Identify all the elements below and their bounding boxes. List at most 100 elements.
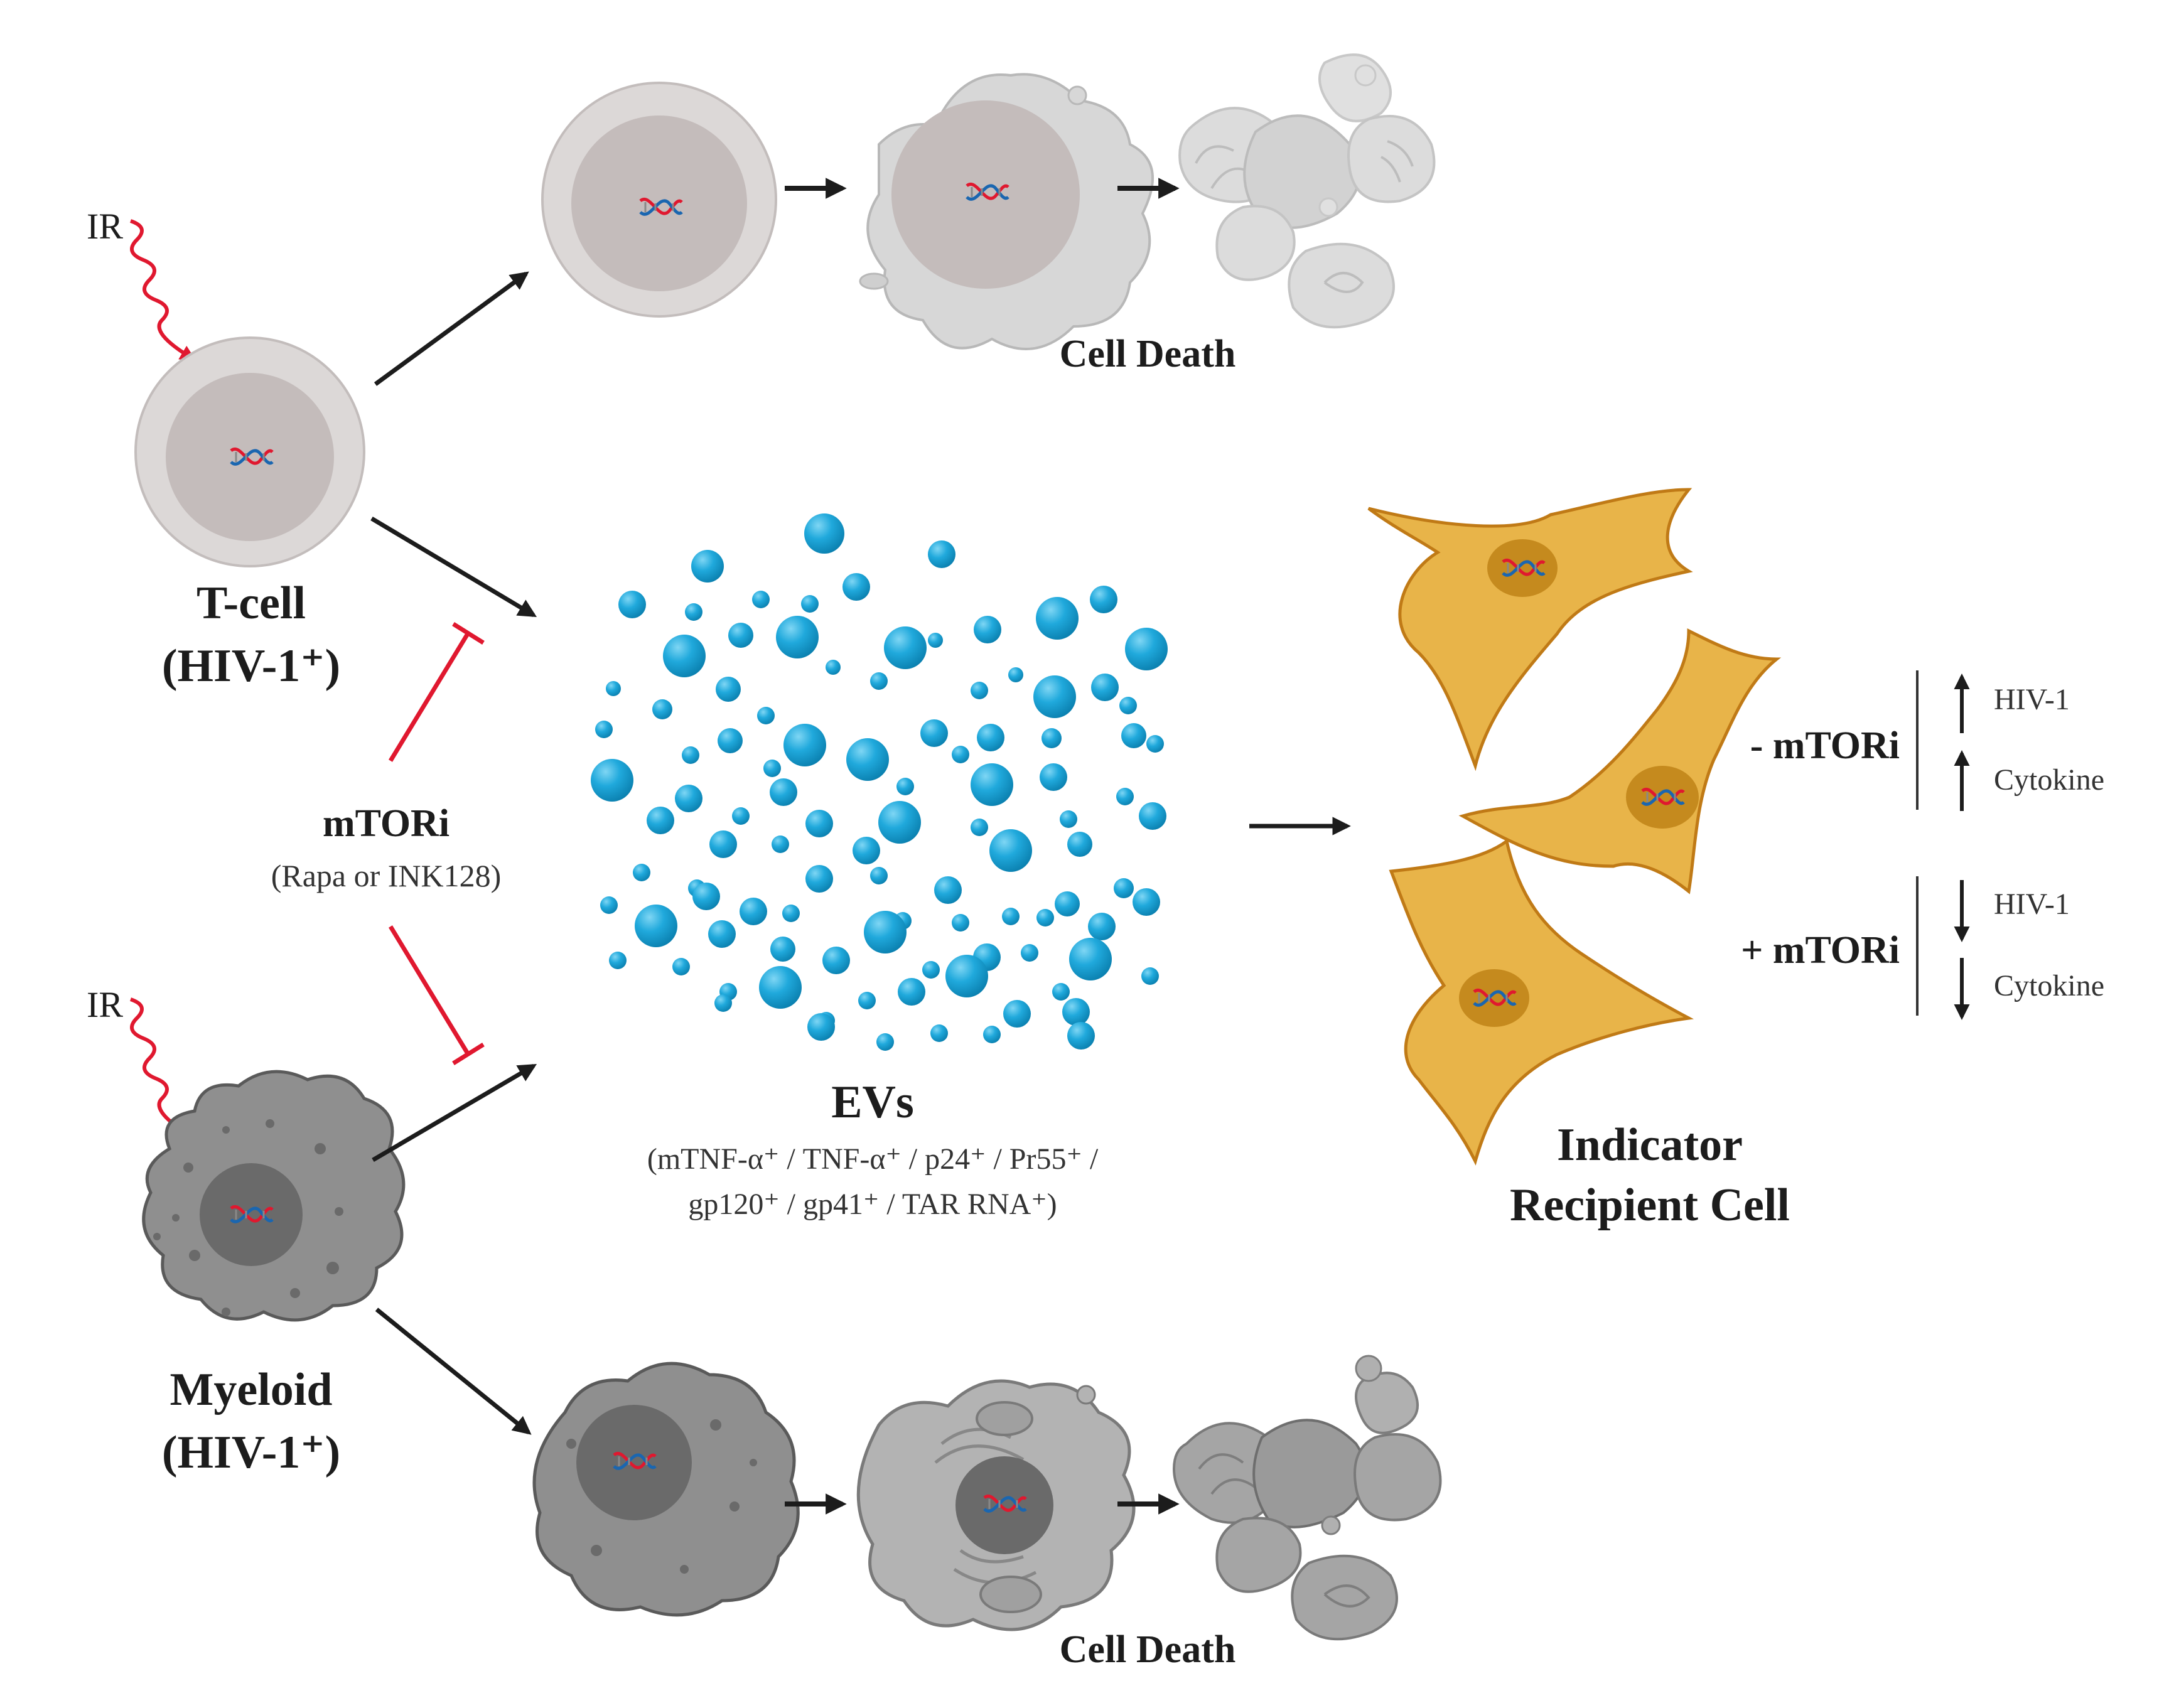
- ev-particle: [606, 681, 621, 696]
- tcell-death-stage1: [541, 82, 777, 318]
- ev-particle: [952, 914, 969, 932]
- ev-particle: [842, 573, 870, 601]
- ev-particle: [647, 807, 674, 834]
- ev-particle: [870, 672, 888, 690]
- ev-particle: [983, 1026, 1001, 1043]
- ev-particle: [826, 660, 841, 675]
- ev-cluster: [591, 513, 1168, 1051]
- ev-particle: [609, 952, 627, 969]
- ev-particle: [822, 947, 850, 974]
- indicator-label-line2: Recipient Cell: [1510, 1179, 1790, 1231]
- evs-label: EVs: [831, 1077, 914, 1128]
- ev-particle: [770, 937, 795, 962]
- cell-death-label-top: Cell Death: [1060, 333, 1236, 375]
- ev-particle: [770, 778, 797, 806]
- arrow-myeloid-to-death: [375, 1308, 532, 1435]
- ev-particle: [682, 746, 699, 764]
- ev-particle: [876, 1033, 894, 1051]
- ev-particle: [691, 550, 724, 583]
- evs-cargo-line2: gp120⁺ / gp41⁺ / TAR RNA⁺): [688, 1188, 1057, 1221]
- ev-particle: [928, 633, 943, 648]
- ir-label-bottom: IR: [87, 984, 123, 1025]
- ev-particle: [1091, 674, 1119, 701]
- ev-particle: [920, 719, 948, 747]
- ev-particle: [1062, 998, 1090, 1026]
- indicator-label-line1: Indicator: [1557, 1119, 1743, 1171]
- ev-particle: [864, 911, 907, 953]
- outcome-label-hiv: HIV-1: [1994, 683, 2070, 716]
- ev-particle: [1052, 983, 1070, 1001]
- ev-particle: [934, 876, 962, 904]
- ev-particle: [1139, 802, 1166, 830]
- myeloid-status: (HIV-1⁺): [162, 1427, 340, 1478]
- outcome-plus-mtori: + mTORi HIV-1 Cytokine: [1741, 876, 2104, 1021]
- ev-particle: [776, 616, 819, 658]
- ev-particle: [618, 591, 646, 618]
- ev-particle: [709, 830, 737, 858]
- radiation-wave-icon: [129, 219, 196, 361]
- ev-particle: [801, 595, 819, 613]
- outcome-label-cytokine: Cytokine: [1994, 969, 2104, 1002]
- myeloid-death-stage2: [856, 1379, 1136, 1631]
- mtori-label: mTORi: [323, 802, 449, 845]
- ev-particle: [853, 837, 880, 864]
- ev-particle: [805, 810, 833, 837]
- ev-particle: [757, 707, 775, 724]
- arrow-tcell-to-death: [374, 271, 529, 386]
- ev-particle: [878, 801, 921, 844]
- myeloid-death-stage1: [532, 1362, 800, 1617]
- ev-particle: [1116, 788, 1134, 805]
- ev-particle: [1055, 891, 1080, 916]
- ev-particle: [977, 724, 1004, 751]
- myeloid-name: Myeloid: [170, 1364, 333, 1415]
- ev-particle: [858, 992, 876, 1009]
- ev-particle: [807, 1013, 835, 1041]
- ev-particle: [635, 905, 677, 947]
- outcome-label-hiv: HIV-1: [1994, 888, 2070, 921]
- ev-particle: [714, 994, 732, 1012]
- ev-particle: [804, 513, 844, 554]
- ev-particle: [759, 966, 802, 1009]
- ev-particle: [1040, 763, 1067, 791]
- ev-particle: [1041, 728, 1062, 748]
- ev-particle: [930, 1024, 948, 1042]
- tcell: [134, 336, 365, 567]
- ev-particle: [1008, 667, 1023, 682]
- radiation-wave-icon: [129, 997, 196, 1139]
- ev-particle: [772, 835, 789, 853]
- myeloid-cell: [142, 1070, 406, 1322]
- mtori-examples: (Rapa or INK128): [271, 858, 502, 893]
- outcome-minus-mtori: - mTORi HIV-1 Cytokine: [1750, 670, 2104, 811]
- tcell-status: (HIV-1⁺): [162, 640, 340, 692]
- ev-particle: [971, 763, 1013, 806]
- ev-particle: [728, 623, 753, 648]
- ev-particle: [740, 898, 767, 925]
- ev-particle: [1067, 832, 1092, 857]
- ev-particle: [1141, 967, 1159, 985]
- indicator-cell-middle: [1458, 628, 1782, 894]
- ev-particle: [898, 978, 925, 1006]
- ev-particle: [896, 778, 914, 795]
- indicator-cell-top: [1367, 488, 1693, 771]
- ev-particle: [1069, 938, 1112, 980]
- evs-cargo-line1: (mTNF-α⁺ / TNF-α⁺ / p24⁺ / Pr55⁺ /: [647, 1142, 1099, 1176]
- ev-particle: [1088, 913, 1116, 940]
- ev-particle: [971, 682, 988, 699]
- ev-particle: [591, 759, 633, 802]
- ev-particle: [708, 920, 736, 948]
- ev-particle: [846, 738, 889, 781]
- ev-particle: [1114, 878, 1134, 898]
- ev-particle: [928, 540, 955, 568]
- ev-particle: [1003, 1000, 1031, 1028]
- ev-particle: [1121, 723, 1146, 748]
- ev-particle: [1036, 909, 1054, 927]
- ev-particle: [595, 721, 613, 738]
- ev-particle: [1021, 944, 1038, 962]
- ev-particle: [805, 865, 833, 893]
- ev-particle: [974, 616, 1001, 643]
- inhibition-t-bar-icon-top: [389, 622, 485, 762]
- ev-particle: [1119, 697, 1137, 714]
- ev-particle: [782, 905, 800, 922]
- condition-plus-mtori: + mTORi: [1741, 929, 1900, 972]
- tcell-death-stage3-fragments: [1178, 53, 1436, 329]
